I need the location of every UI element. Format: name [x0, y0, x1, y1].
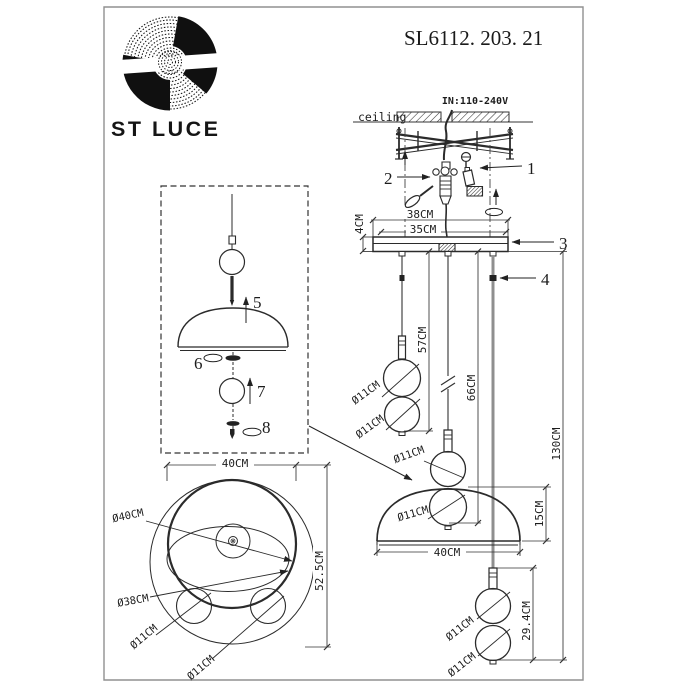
label-topview-sphere-left: Ø11CM: [128, 622, 160, 652]
dim-cable-mid: 66CM: [465, 374, 478, 401]
svg-text:Ø11CM: Ø11CM: [354, 413, 387, 441]
pendant-mid: [424, 430, 467, 530]
label-sphere-r2: Ø11CM: [446, 651, 478, 680]
top-view-width: 40CM: [222, 457, 249, 470]
dim-canopy-outer: 38CM: [407, 208, 434, 221]
top-view-plate-ellipse: [167, 527, 289, 592]
glass-sphere: [220, 379, 245, 404]
detail-indicators: [204, 296, 413, 480]
callout-1-label: 1: [527, 159, 536, 178]
shade-dome: [377, 489, 520, 545]
dim-total-group: 130CM: [550, 423, 563, 465]
svg-text:Ø40CM: Ø40CM: [111, 507, 144, 525]
glass-sphere: [430, 489, 467, 526]
spiral-s-logo: [115, 16, 227, 111]
label-sphere-m2: Ø11CM: [396, 504, 430, 524]
pendant-left: [382, 336, 421, 436]
cable-right-clamp: [489, 275, 497, 281]
callout-7-label: 7: [257, 382, 266, 401]
callout-5-label: 5: [253, 293, 262, 312]
glass-sphere: [220, 250, 245, 275]
top-view-height: 52.5CM: [313, 551, 326, 591]
svg-text:Ø11CM: Ø11CM: [446, 651, 478, 680]
cable-gland: [433, 162, 457, 238]
voltage-label: IN:110-240V: [442, 96, 508, 107]
dim-topview-height-group: 52.5CM: [313, 547, 326, 595]
dim-cable-left-group: 57CM: [416, 322, 429, 358]
power-cable: [444, 110, 452, 160]
screwdriver-icon: [403, 186, 433, 210]
dim-cable-left: 57CM: [416, 326, 429, 353]
model-number: SL6112. 203. 21: [404, 26, 543, 50]
svg-text:Ø11CM: Ø11CM: [392, 444, 426, 466]
svg-text:Ø11CM: Ø11CM: [350, 379, 383, 407]
label-topview-sphere-right: Ø11CM: [185, 653, 217, 683]
svg-text:Ø11CM: Ø11CM: [396, 504, 430, 524]
top-view-outer-circle: [150, 480, 314, 644]
cable-mid: [441, 256, 455, 430]
dim-topview-525: [305, 462, 331, 650]
callout-8-label: 8: [262, 418, 271, 437]
dim-bottom-pendant-group: 29.4CM: [520, 597, 533, 645]
svg-text:Ø11CM: Ø11CM: [128, 622, 160, 652]
dim-total-height: 130CM: [550, 427, 563, 460]
callout-6-label: 6: [194, 354, 203, 373]
ceiling-label: ceiling: [358, 110, 406, 124]
label-sphere-l1: Ø11CM: [350, 379, 383, 407]
glass-sphere: [476, 589, 511, 624]
dim-66: [449, 249, 481, 527]
label-sphere-r1: Ø11CM: [444, 615, 476, 644]
dim-shade-height: 15CM: [533, 500, 546, 527]
label-sphere-l2: Ø11CM: [354, 413, 387, 441]
dim-canopy-inner: 35CM: [410, 223, 437, 236]
callout-2-label: 2: [384, 169, 393, 188]
svg-text:Ø11CM: Ø11CM: [444, 615, 476, 644]
dim-35-bg: [406, 223, 441, 234]
label-sphere-m1: Ø11CM: [392, 444, 426, 466]
dim-bottom-pendant: 29.4CM: [520, 601, 533, 641]
dim-40-side-bg: [428, 546, 466, 557]
dim-canopy-35: [378, 229, 509, 235]
dim-130: [490, 249, 567, 664]
cable-left-clamp: [399, 275, 405, 281]
sheet-frame: [104, 7, 583, 680]
top-view-sphere-right: [251, 589, 286, 624]
mount-bracket: [395, 127, 514, 159]
label-topview-shade: Ø40CM: [111, 507, 144, 525]
dim-cable-mid-group: 66CM: [465, 370, 478, 406]
top-view-hub: [216, 524, 250, 558]
ceiling-hatch: [353, 112, 533, 122]
dim-shade-height-group: 15CM: [533, 496, 546, 532]
svg-text:Ø11CM: Ø11CM: [185, 653, 217, 683]
dim-shade-width: 40CM: [434, 546, 461, 559]
brand-name: ST LUCE: [111, 117, 220, 141]
glass-sphere: [431, 452, 466, 487]
dim-canopy-height: 4CM: [353, 214, 366, 234]
dim-topview-40-bg: [216, 457, 254, 468]
svg-text:Ø38CM: Ø38CM: [116, 592, 149, 609]
label-topview-plate: Ø38CM: [116, 592, 149, 609]
assembly-arrows: [402, 150, 503, 216]
dim-38-bg: [403, 208, 438, 219]
dim-57: [404, 249, 433, 435]
top-view-shade-circle: [168, 480, 296, 608]
power-plug: [462, 153, 483, 197]
detail-assembly: [178, 194, 288, 439]
dim-294: [497, 565, 537, 663]
dim-canopy-38: [370, 217, 511, 237]
callout-4-label: 4: [541, 270, 550, 289]
callout-1-leader: [479, 164, 522, 171]
dim-canopy-height-group: 4CM: [353, 214, 366, 234]
top-view: [146, 480, 314, 659]
canopy: [373, 237, 508, 256]
dim-15: [468, 484, 551, 544]
detail-box: [161, 186, 308, 453]
callout-3-label: 3: [559, 234, 568, 253]
pendant-right: [476, 568, 511, 664]
